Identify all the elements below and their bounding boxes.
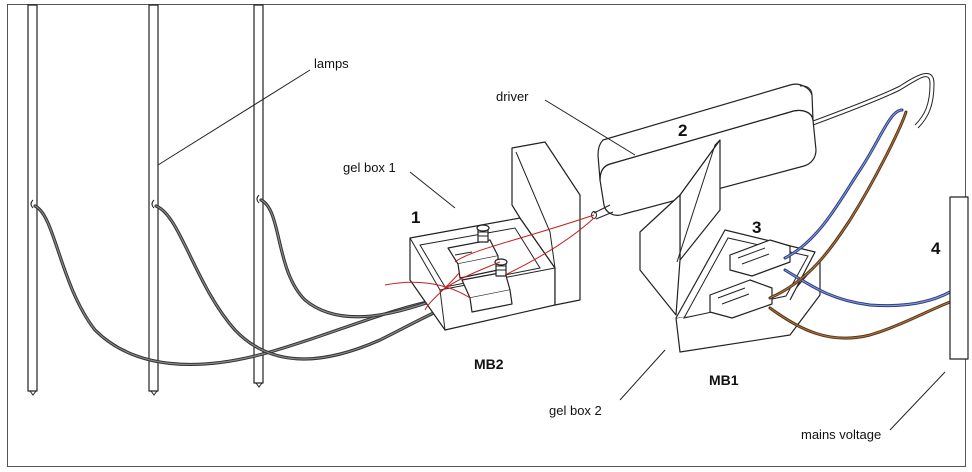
label-lamps: lamps [314, 56, 349, 71]
label-gel-box-2: gel box 2 [549, 403, 602, 418]
lamp-3 [253, 4, 264, 388]
callout-2: 2 [678, 121, 687, 140]
lamp-2 [148, 4, 159, 396]
label-driver: driver [496, 89, 529, 104]
driver-output-cable-outline [812, 73, 935, 129]
gel-box-1 [409, 141, 581, 331]
driver-output-cable [812, 76, 931, 126]
callout-4: 4 [931, 239, 941, 258]
internal-wires [384, 214, 595, 311]
callout-3: 3 [752, 218, 761, 237]
label-mains-voltage: mains voltage [801, 427, 881, 442]
label-gel-box-1: gel box 1 [343, 160, 396, 175]
leader-lines [157, 69, 946, 431]
lamp-1 [27, 4, 38, 396]
mains-wires [768, 108, 952, 340]
label-mb1: MB1 [709, 372, 739, 388]
label-mb2: MB2 [474, 356, 504, 372]
callout-1: 1 [411, 208, 420, 227]
mains-terminal [949, 196, 969, 360]
driver-input-cable [593, 204, 611, 214]
gel-box-2 [639, 139, 821, 353]
